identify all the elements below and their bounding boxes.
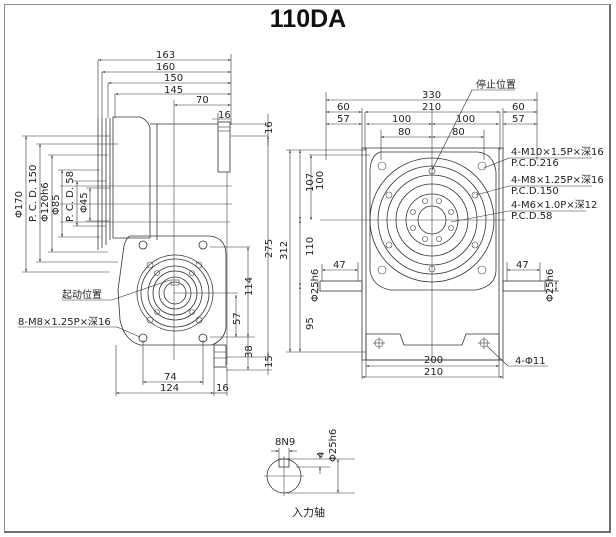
drawing-frame (4, 4, 611, 533)
front-housing (361, 147, 504, 361)
dim-57-left: 57 (337, 114, 350, 125)
base-holes-label: 4-Φ11 (515, 356, 546, 367)
dim-330: 330 (422, 90, 441, 101)
side-right-dims: 16 275 114 57 38 15 (174, 114, 275, 375)
dim-shaft-right: Φ25h6 (545, 269, 556, 302)
dim-pcd58: P. C. D. 58 (65, 171, 76, 222)
m6-label: 4-M6×1.0P×深12 (511, 199, 597, 211)
left-input-shaft (319, 280, 363, 292)
housing-flange (112, 116, 151, 239)
tapped-holes-label: 8-M8×1.25P×深16 (18, 316, 111, 328)
front-callouts: 4-M10×1.5P×深16 P.C.D.216 4-M8×1.25P×深16 … (450, 146, 604, 223)
dim-60-right: 60 (512, 102, 525, 113)
start-position-label: 起动位置 (62, 288, 102, 301)
dim-145: 145 (164, 85, 183, 96)
dim-210-bottom: 210 (424, 367, 443, 378)
dim-phi170: Φ170 (14, 191, 25, 218)
base-feet (365, 333, 500, 361)
side-left-dims: Φ170 P. C. D. 150 Φ120h6 Φ85 P. C. D. 58… (14, 135, 118, 273)
m10-label: 4-M10×1.5P×深16 (511, 146, 604, 158)
dim-110: 110 (305, 237, 316, 256)
dim-70: 70 (196, 95, 209, 106)
dim-16-bottom: 16 (216, 383, 229, 394)
gear-housing (117, 235, 227, 346)
dim-150: 150 (164, 73, 183, 84)
dim-shaft-left: Φ25h6 (310, 269, 321, 302)
dim-80-left: 80 (398, 127, 411, 138)
dim-15: 15 (264, 355, 275, 368)
dim-124: 124 (160, 383, 179, 394)
pcd58-label: P.C.D.58 (511, 211, 552, 222)
dim-114: 114 (244, 277, 255, 296)
dim-80-right: 80 (452, 127, 465, 138)
shaft-diameter-label: Φ25h6 (328, 429, 339, 462)
dim-200: 200 (424, 355, 443, 366)
dim-pcd150: P. C. D. 150 (28, 165, 39, 222)
dim-16-right: 16 (264, 121, 275, 134)
dim-57-right: 57 (512, 114, 525, 125)
output-table (369, 151, 497, 291)
front-bolt-holes (377, 161, 487, 275)
dim-phi85: Φ85 (51, 194, 62, 215)
keyway (278, 458, 290, 468)
key-width-label: 8N9 (275, 437, 295, 448)
dim-210-top: 210 (422, 102, 441, 113)
key-depth-label: 4 (316, 452, 327, 458)
dim-57: 57 (232, 312, 243, 325)
dim-74: 74 (164, 372, 177, 383)
dim-phi45: Φ45 (79, 192, 90, 213)
dim-100: 100 (315, 171, 326, 190)
input-shaft-caption: 入力轴 (292, 505, 325, 519)
dim-100-left: 100 (392, 114, 411, 125)
front-view: 330 60 210 60 57 100 100 57 80 80 停止位置 4… (279, 78, 604, 379)
stop-position-label: 停止位置 (476, 78, 516, 91)
pcd150-label: P.C.D.150 (511, 186, 559, 197)
side-labels: 起动位置 8-M8×1.25P×深16 (18, 279, 171, 338)
pcd216-label: P.C.D.216 (511, 158, 559, 169)
dim-163: 163 (156, 50, 175, 61)
front-bottom-dims: 200 210 4-Φ11 (361, 345, 548, 379)
side-view: 163 160 150 145 70 16 16 275 114 57 38 (14, 50, 275, 396)
m8-label: 4-M8×1.25P×深16 (511, 174, 604, 186)
dim-38: 38 (244, 345, 255, 358)
output-key-block (217, 121, 231, 173)
dim-60-left: 60 (337, 102, 350, 113)
dim-100-right: 100 (456, 114, 475, 125)
dim-95: 95 (305, 317, 316, 330)
side-top-dims: 163 160 150 145 70 16 (97, 50, 232, 125)
front-top-dims: 330 60 210 60 57 100 100 57 80 80 (325, 90, 538, 160)
dim-47-left: 47 (333, 260, 346, 271)
input-shaft-detail: 8N9 4 Φ25h6 入力轴 (264, 429, 355, 519)
front-right-dims: 47 Φ25h6 (506, 260, 559, 302)
right-input-shaft (502, 280, 546, 292)
dim-160: 160 (156, 62, 175, 73)
dim-phi120h6: Φ120h6 (40, 182, 51, 222)
front-left-dims: 312 107 100 110 95 47 Φ25h6 (279, 149, 370, 353)
input-shaft-stub (213, 344, 227, 368)
dim-47-right: 47 (516, 260, 529, 271)
dim-275: 275 (264, 239, 275, 258)
side-bottom-dims: 74 124 16 (115, 340, 229, 396)
drawing-title: 110DA (269, 5, 347, 33)
dim-312: 312 (279, 241, 290, 260)
dim-16-top: 16 (218, 110, 231, 121)
